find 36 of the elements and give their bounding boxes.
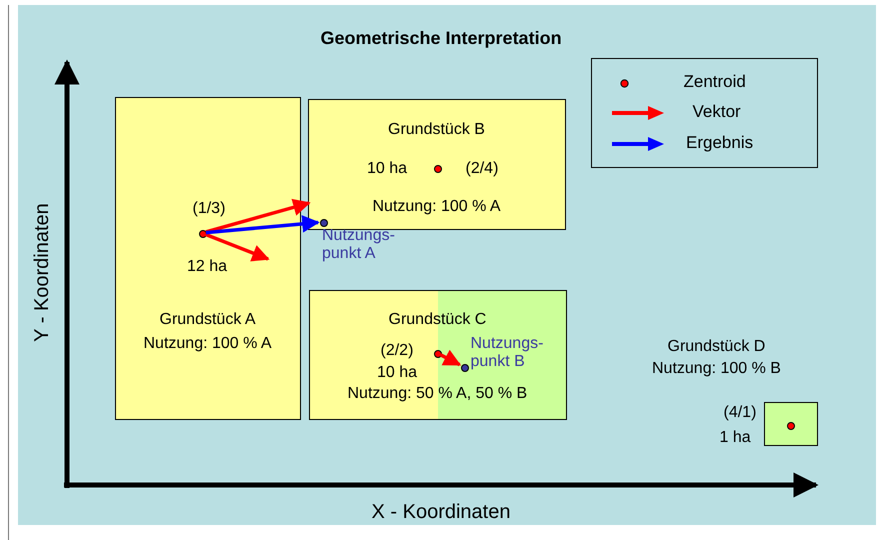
usage-text: Nutzung: 100 % A [144,334,272,353]
centroid-label: 1 ha [720,429,751,448]
usage-point-dot [461,364,469,372]
parcel-box [115,97,301,420]
legend-text: Vektor [692,102,741,122]
diagram-title: Geometrische Interpretation [320,28,562,48]
vector-arrow [205,232,270,262]
vector-arrow [440,350,462,366]
parcel-box [309,290,567,420]
centroid-label: (4/1) [724,404,756,422]
usage-point-dot [320,219,328,227]
parcel-heading: Grundstück C [388,310,486,329]
centroid-label: 10 ha [377,364,418,382]
usage-text: Nutzung: 100 % B [652,360,781,378]
centroid-dot [787,422,795,430]
result-arrow [206,215,320,234]
legend-text: Ergebnis [686,132,754,152]
axis-label: X - Koordinaten [372,500,510,524]
centroid-label: (2/2) [380,342,414,360]
legend-text: Zentroid [684,72,746,92]
axis-label: Y - Koordinaten [30,202,54,342]
usage-point-label: Nutzungs- punkt A [322,226,396,264]
centroid-label: 12 ha [187,258,228,276]
centroid-label: (1/3) [192,200,226,218]
parcel-heading: Grundstück B [388,120,485,139]
centroid-label: 10 ha [367,160,408,178]
centroid-label: (2/4) [466,160,498,178]
parcel-heading: Grundstück D [668,338,766,356]
vector-arrow [205,198,311,234]
centroid-dot [434,165,442,173]
usage-text: Nutzung: 50 % A, 50 % B [348,384,528,403]
parcel-heading: Grundstück A [160,310,256,329]
parcel-box [308,99,566,230]
centroid-dot [434,350,442,358]
usage-point-label: Nutzungs- punkt B [470,334,544,372]
usage-text: Nutzung: 100 % A [372,198,501,216]
